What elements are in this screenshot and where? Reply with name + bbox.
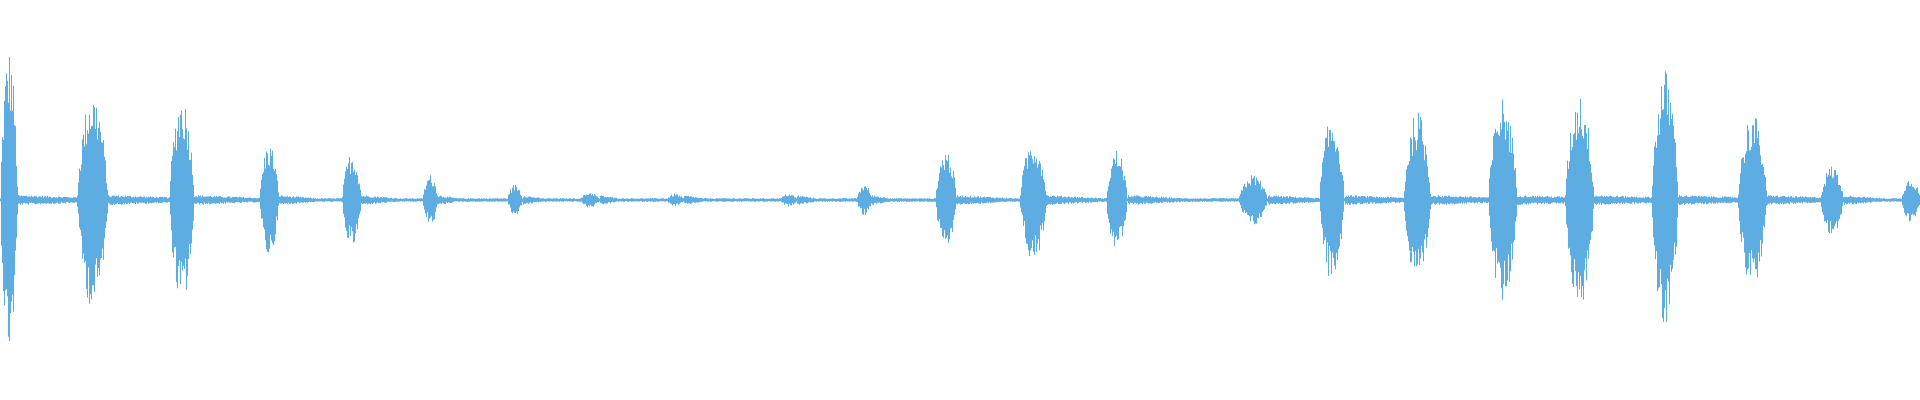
- waveform-trace: [0, 57, 1920, 342]
- waveform-signal: [0, 57, 1920, 342]
